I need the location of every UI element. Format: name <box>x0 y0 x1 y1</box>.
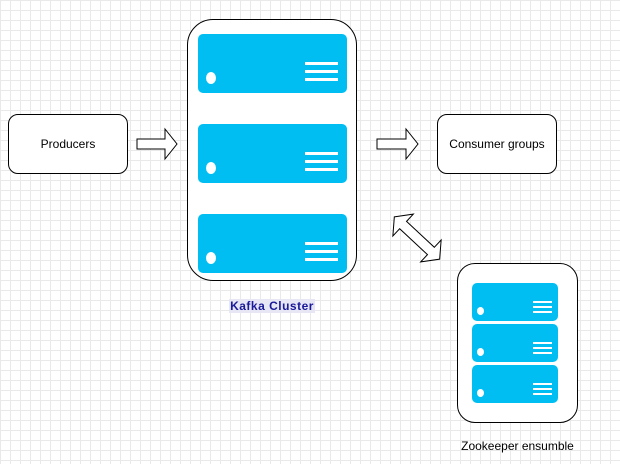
server-vent-icon <box>533 306 552 308</box>
server-vent-icon <box>533 393 552 395</box>
producers-label: Producers <box>40 137 96 151</box>
server-vent-icon <box>305 168 338 171</box>
server-vent-icon <box>533 301 552 303</box>
producers-node[interactable]: Producers <box>8 114 128 174</box>
kafka-cluster-label-text: Kafka Cluster <box>229 299 315 313</box>
kafka-server-2[interactable] <box>198 124 347 183</box>
zookeeper-server-2[interactable] <box>472 324 558 362</box>
server-vent-icon <box>305 160 338 163</box>
arrow-kafka-to-consumers <box>376 127 419 161</box>
server-vent-icon <box>305 152 338 155</box>
server-led-icon <box>477 389 484 397</box>
server-vent-icon <box>533 388 552 390</box>
zookeeper-ensemble-label: Zookeeper ensumble <box>461 439 574 453</box>
server-vent-icon <box>533 342 552 344</box>
arrow-kafka-zookeeper-bidirectional <box>392 213 442 263</box>
server-vent-icon <box>305 62 338 65</box>
server-vent-icon <box>305 250 338 253</box>
server-vent-icon <box>533 311 552 313</box>
server-vent-icon <box>305 70 338 73</box>
server-led-icon <box>477 307 484 315</box>
zookeeper-server-3[interactable] <box>472 365 558 403</box>
zookeeper-ensemble-container[interactable] <box>457 263 578 423</box>
server-vent-icon <box>533 352 552 354</box>
server-vent-icon <box>305 258 338 261</box>
zookeeper-server-1[interactable] <box>472 283 558 321</box>
kafka-server-1[interactable] <box>198 34 347 93</box>
server-vent-icon <box>533 347 552 349</box>
server-led-icon <box>477 348 484 356</box>
server-led-icon <box>206 162 216 174</box>
consumer-groups-label: Consumer groups <box>449 137 545 151</box>
kafka-server-3[interactable] <box>198 214 347 273</box>
kafka-cluster-container[interactable] <box>187 19 357 281</box>
arrow-producers-to-kafka <box>136 127 178 161</box>
consumer-groups-node[interactable]: Consumer groups <box>437 114 557 174</box>
server-vent-icon <box>305 78 338 81</box>
server-vent-icon <box>305 242 338 245</box>
server-led-icon <box>206 252 216 264</box>
server-led-icon <box>206 72 216 84</box>
server-vent-icon <box>533 383 552 385</box>
kafka-cluster-label: Kafka Cluster <box>187 299 357 313</box>
